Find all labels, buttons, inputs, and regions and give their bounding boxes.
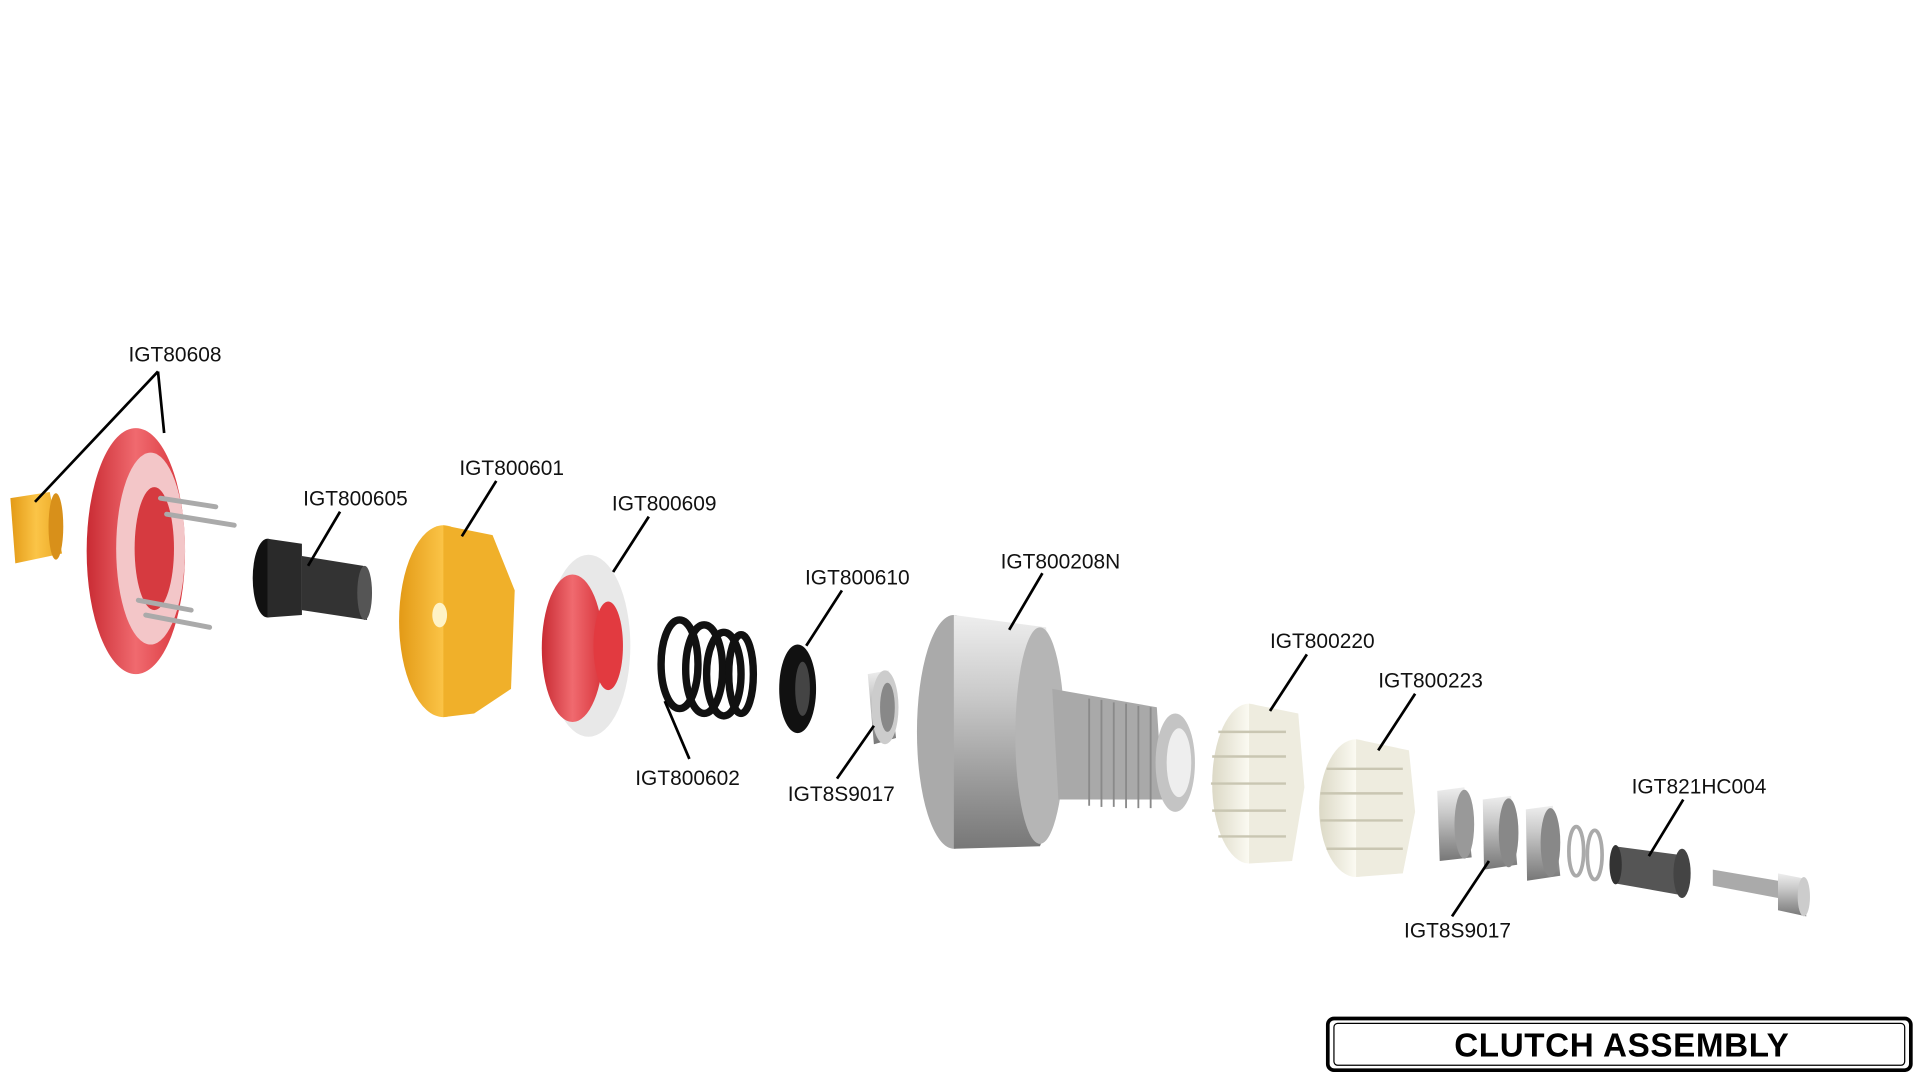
label-igt821hc004: IGT821HC004 [1632, 775, 1767, 798]
part-igt800208n [916, 615, 1195, 849]
title-box: CLUTCH ASSEMBLY [1325, 1016, 1913, 1073]
label-igt800609: IGT800609 [612, 492, 717, 515]
label-igt800220: IGT800220 [1270, 630, 1375, 653]
label-igt800208n: IGT800208N [1001, 550, 1121, 573]
part-igt80608 [10, 428, 237, 675]
label-igt8s9017-a: IGT8S9017 [788, 783, 895, 806]
part-igt800605 [252, 538, 373, 620]
leader-lines [34, 370, 1685, 918]
label-igt800602: IGT800602 [635, 767, 740, 790]
part-igt821hc004 [1609, 845, 1810, 917]
part-igt800610 [779, 644, 817, 734]
part-igt800602 [657, 616, 758, 720]
part-igt800609 [541, 554, 631, 737]
label-igt800223: IGT800223 [1378, 670, 1483, 693]
part-igt800223 [1319, 739, 1416, 878]
diagram-title: CLUTCH ASSEMBLY [1454, 1028, 1789, 1065]
label-igt800610: IGT800610 [805, 566, 910, 589]
label-igt8s9017-b: IGT8S9017 [1404, 919, 1511, 942]
part-igt800220 [1210, 703, 1305, 864]
part-igt8s9017-a [867, 670, 899, 745]
label-igt80608: IGT80608 [128, 344, 221, 367]
label-igt800601: IGT800601 [459, 457, 564, 480]
part-igt800601 [399, 525, 515, 718]
part-igt8s9017-b [1437, 787, 1604, 882]
label-igt800605: IGT800605 [303, 488, 408, 511]
